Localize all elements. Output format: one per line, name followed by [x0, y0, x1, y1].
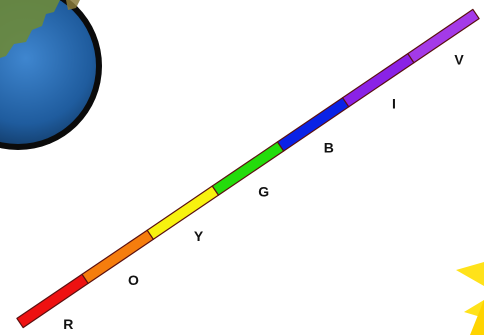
spectrum-band-o — [82, 230, 153, 283]
spectrum-band-r — [17, 274, 88, 327]
sun-ray — [456, 262, 484, 286]
spectrum-label-b: B — [324, 140, 334, 156]
sun-rays-icon — [456, 262, 484, 335]
spectrum-labels: R O Y G B I V — [63, 51, 464, 332]
spectrum-band-y — [147, 186, 218, 239]
spectrum-label-r: R — [63, 316, 73, 332]
spectrum-label-y: Y — [194, 228, 204, 244]
spectrum-band-i — [343, 54, 414, 107]
spectrum-band-g — [212, 142, 283, 195]
earth-globe-icon — [0, 0, 102, 150]
spectrum-label-i: I — [392, 95, 396, 111]
spectrum-band-b — [278, 98, 349, 151]
spectrum-label-g: G — [258, 184, 269, 200]
spectrum-band-v — [408, 9, 479, 62]
spectrum-label-v: V — [454, 51, 464, 67]
spectrum-label-o: O — [128, 272, 139, 288]
